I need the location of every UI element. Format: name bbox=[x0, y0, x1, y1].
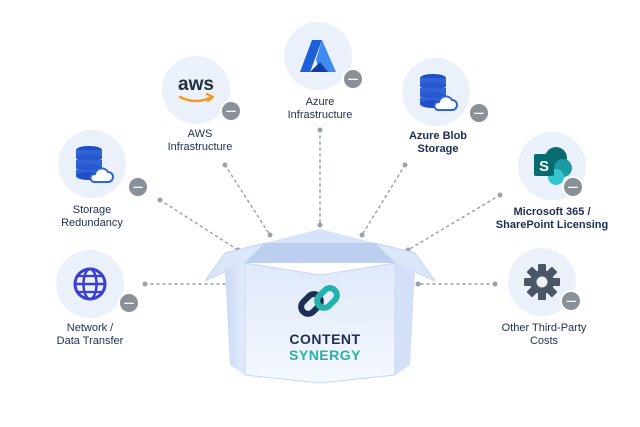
remove-storage-redundancy-button[interactable]: − bbox=[127, 176, 149, 198]
azure-blob-icon-circle bbox=[402, 58, 470, 126]
node-microsoft-365: S − Microsoft 365 /SharePoint Licensing bbox=[472, 130, 632, 231]
database-cloud-icon bbox=[76, 146, 114, 183]
chain-link-logo-icon bbox=[298, 285, 340, 317]
content-synergy-box bbox=[205, 229, 435, 385]
remove-aws-button[interactable]: − bbox=[220, 100, 242, 122]
gear-icon bbox=[524, 264, 560, 300]
node-network-label: Network /Data Transfer bbox=[56, 322, 124, 347]
svg-text:aws: aws bbox=[178, 74, 214, 95]
storage-redundancy-icon-circle bbox=[58, 130, 126, 198]
brand-synergy-text: SYNERGY bbox=[289, 347, 361, 363]
connector-aws bbox=[224, 164, 271, 236]
database-cloud-icon bbox=[420, 74, 458, 111]
globe-icon bbox=[73, 267, 107, 301]
sharepoint-icon: S bbox=[534, 147, 572, 185]
aws-icon-circle: aws bbox=[162, 56, 230, 124]
connector-azure-blob bbox=[361, 164, 406, 236]
brand-content-text: CONTENT bbox=[289, 331, 361, 347]
remove-azure-blob-button[interactable]: − bbox=[468, 102, 490, 124]
connector-microsoft-365 bbox=[407, 194, 501, 251]
aws-logo-icon: aws bbox=[178, 74, 215, 103]
remove-microsoft-365-button[interactable]: − bbox=[562, 176, 584, 198]
node-microsoft-365-label: Microsoft 365 /SharePoint Licensing bbox=[495, 206, 609, 231]
svg-text:S: S bbox=[539, 158, 549, 175]
node-network: − Network /Data Transfer bbox=[10, 250, 170, 350]
remove-network-button[interactable]: − bbox=[118, 292, 140, 314]
network-icon-circle bbox=[56, 250, 124, 318]
remove-azure-button[interactable]: − bbox=[342, 68, 364, 90]
remove-other-button[interactable]: − bbox=[560, 290, 582, 312]
azure-icon-circle bbox=[284, 22, 352, 90]
azure-logo-icon bbox=[300, 40, 336, 72]
